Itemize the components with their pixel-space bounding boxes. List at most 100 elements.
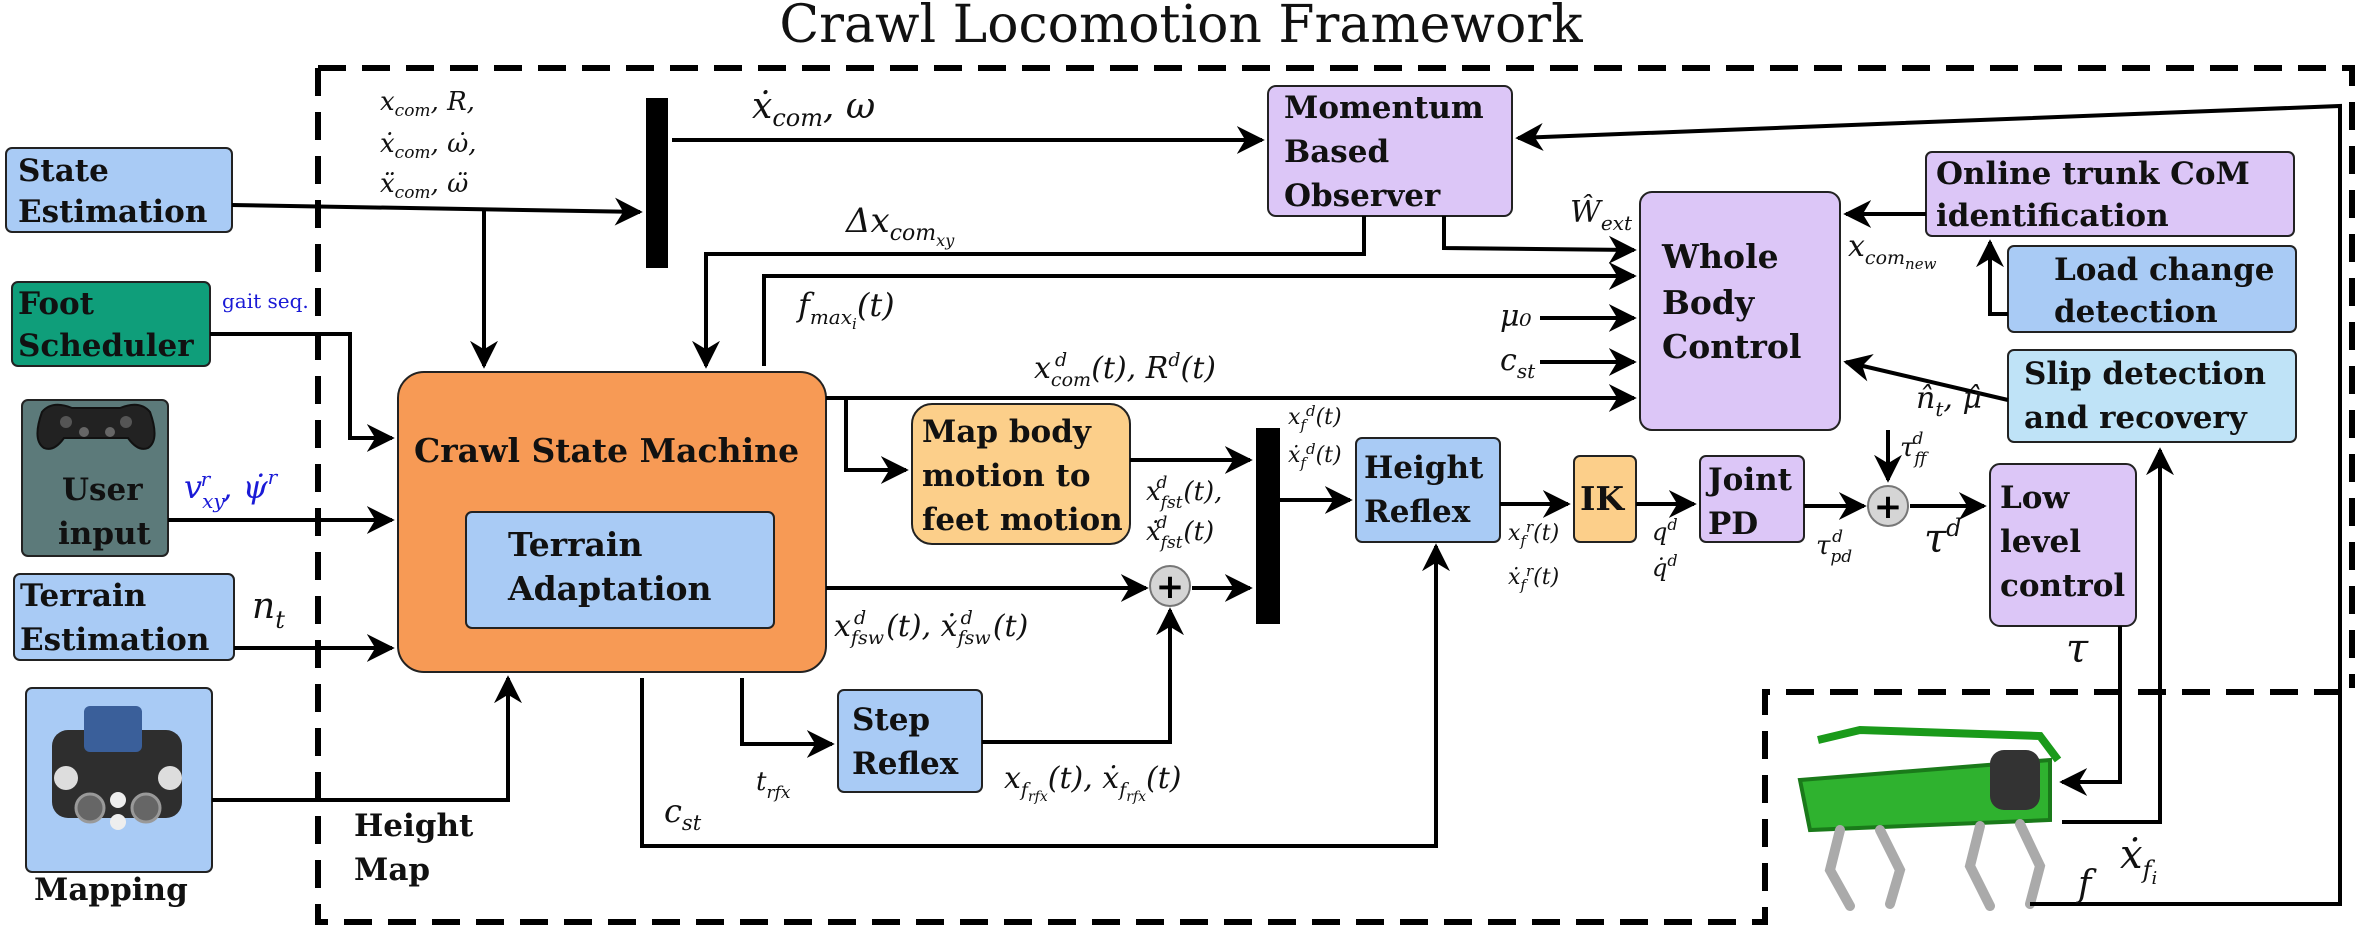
q-d-line2: q̇d <box>1652 551 1678 582</box>
joint-pd-line2: PD <box>1708 506 1758 542</box>
state-estimation-block[interactable]: State Estimation <box>5 147 233 233</box>
load-change-line2: detection <box>2054 294 2218 330</box>
slip-line1: Slip detection <box>2024 356 2266 392</box>
slip-detection-block[interactable]: Slip detection and recovery <box>2007 349 2297 443</box>
height-map-line1: Height <box>354 808 474 844</box>
delta-x-label: Δxcomxy <box>844 201 955 250</box>
online-trunk-line2: identification <box>1936 198 2169 234</box>
x-fst-line2: ẋfstd(t) <box>1146 513 1214 553</box>
x-frfx-label: xfrfx(t), ẋfrfx(t) <box>1004 761 1182 805</box>
map-body-block[interactable]: Map body motion to feet motion <box>911 403 1131 545</box>
f-label: f <box>2075 864 2097 905</box>
step-reflex-line2: Reflex <box>852 746 959 782</box>
terrain-adaptation-line1: Terrain <box>508 525 642 564</box>
gamepad-icon <box>36 403 156 450</box>
low-level-line1: Low <box>2000 480 2070 516</box>
whole-body-control-block[interactable]: Whole Body Control <box>1639 191 1841 431</box>
height-map-line2: Map <box>354 852 430 888</box>
foot-scheduler-line2: Scheduler <box>18 328 194 364</box>
height-reflex-line2: Reflex <box>1364 494 1471 530</box>
load-change-block[interactable]: Load change detection <box>2007 245 2297 333</box>
diagram-title: Crawl Locomotion Framework <box>779 0 1583 55</box>
low-level-line2: level <box>2000 524 2081 560</box>
joint-pd-block[interactable]: Joint PD <box>1699 455 1805 543</box>
svg-text:+: + <box>1874 487 1903 527</box>
quadruped-robot-icon <box>1797 725 2062 911</box>
sum-junction-swing: + <box>1149 565 1191 607</box>
momentum-line2: Based <box>1284 134 1389 170</box>
slip-line2: and recovery <box>2024 400 2248 436</box>
terrain-estimation-line1: Terrain <box>20 578 146 614</box>
x-f-r-line1: xfr(t) <box>1508 518 1559 550</box>
user-input-line1: User <box>62 472 143 508</box>
height-reflex-line1: Height <box>1364 450 1484 486</box>
x-com-d-label: xcomd(t), Rd(t) <box>1034 349 1216 391</box>
state-vars-line3: ẍcom, ω̈ <box>380 169 468 203</box>
state-mux-bar <box>646 98 668 268</box>
x-f-d-line1: xfd(t) <box>1288 402 1342 434</box>
state-vars-line2: ẋcom, ω̇, <box>380 129 477 163</box>
map-body-line1: Map body <box>922 414 1092 450</box>
f-max-label: fmaxi(t) <box>796 286 895 333</box>
tau-ff-label: τffd <box>1900 429 1929 469</box>
ik-label: IK <box>1580 479 1625 518</box>
sum-junction-torque: + <box>1867 485 1909 527</box>
c-st-bottom-label: cst <box>664 792 702 835</box>
state-vars-line1: xcom, R, <box>380 87 475 121</box>
x-f-r-line2: ẋfr(t) <box>1508 562 1559 594</box>
height-reflex-block[interactable]: Height Reflex <box>1355 437 1501 543</box>
svg-text:+: + <box>1156 567 1185 607</box>
momentum-observer-block[interactable]: Momentum Based Observer <box>1267 85 1513 217</box>
map-body-line2: motion to <box>922 458 1091 494</box>
wbc-line3: Control <box>1662 327 1801 366</box>
crawl-state-machine-block[interactable]: Crawl State Machine Terrain Adaptation <box>397 371 827 673</box>
tau-d-label: τd <box>1924 514 1962 562</box>
momentum-line3: Observer <box>1284 178 1441 214</box>
x-fst-line1: xfstd(t), <box>1146 473 1222 513</box>
momentum-line1: Momentum <box>1284 90 1484 126</box>
state-estimation-line1: State <box>18 153 109 189</box>
n-mu-label: n̂t, μ̂ <box>1916 381 1982 421</box>
x-f-d-line2: ẋfd(t) <box>1288 440 1342 472</box>
user-command-label: vxyr, ψ̇r <box>184 465 279 513</box>
terrain-adaptation-block[interactable] <box>465 511 775 629</box>
crawl-state-machine-label: Crawl State Machine <box>414 431 799 470</box>
foot-mux-bar <box>1256 428 1280 624</box>
mu0-label: μ₀ <box>1500 299 1532 334</box>
sensor-head-icon <box>52 706 182 830</box>
n-t-label: nt <box>252 586 285 634</box>
load-change-line1: Load change <box>2054 252 2274 288</box>
terrain-estimation-block[interactable]: Terrain Estimation <box>13 573 235 661</box>
t-rfx-label: trfx <box>756 767 791 803</box>
xdot-fi-label: ẋfi <box>2120 832 2157 889</box>
c-st-wbc-label: cst <box>1500 343 1536 383</box>
x-com-new-label: xcomnew <box>1848 229 1937 273</box>
online-trunk-block[interactable]: Online trunk CoM identification <box>1925 151 2295 237</box>
user-input-block[interactable]: User input <box>21 399 169 557</box>
user-input-line2: input <box>58 516 152 552</box>
framework-boundary <box>315 65 2355 925</box>
low-level-line3: control <box>2000 568 2125 604</box>
wbc-line2: Body <box>1662 283 1755 322</box>
ik-block[interactable]: IK <box>1573 455 1637 543</box>
map-body-line3: feet motion <box>922 502 1123 538</box>
mapping-label: Mapping <box>34 872 188 908</box>
foot-scheduler-line1: Foot <box>18 286 95 322</box>
step-reflex-line1: Step <box>852 702 930 738</box>
state-estimation-line2: Estimation <box>18 194 207 230</box>
step-reflex-block[interactable]: Step Reflex <box>837 689 983 793</box>
terrain-estimation-line2: Estimation <box>20 622 209 658</box>
online-trunk-line1: Online trunk CoM <box>1936 156 2250 192</box>
low-level-control-block[interactable]: Low level control <box>1989 463 2137 627</box>
terrain-adaptation-line2: Adaptation <box>507 569 712 608</box>
xdot-omega-label: ẋcom, ω <box>752 86 875 132</box>
q-d-line1: qd <box>1652 515 1678 546</box>
x-fsw-label: xfswd(t), ẋfswd(t) <box>834 607 1028 649</box>
tau-label: τ <box>2066 626 2089 672</box>
foot-scheduler-block[interactable]: Foot Scheduler <box>11 281 211 367</box>
gait-seq-label: gait seq. <box>222 289 309 313</box>
joint-pd-line1: Joint <box>1705 462 1793 498</box>
tau-pd-label: τpdd <box>1816 527 1852 567</box>
mapping-block[interactable] <box>25 687 213 873</box>
